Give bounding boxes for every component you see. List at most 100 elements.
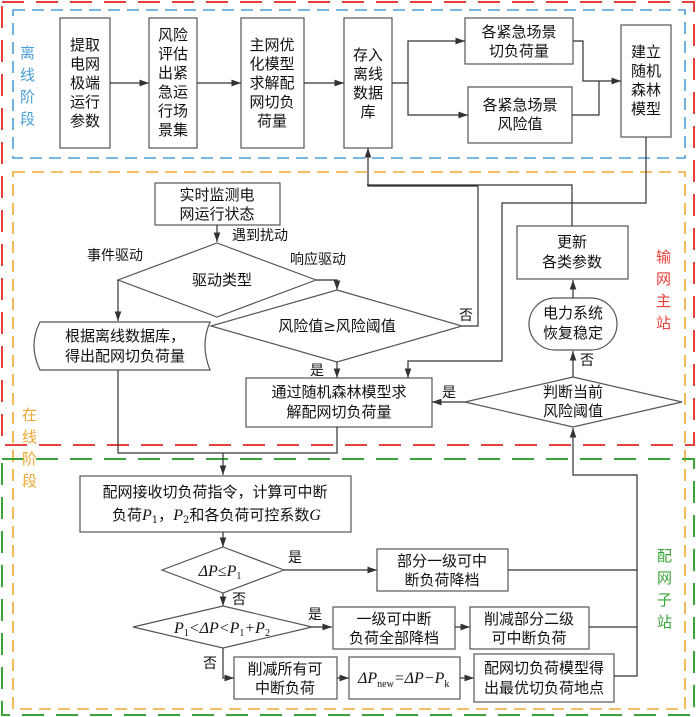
dp-new-text: ΔPnew=ΔP−Pk bbox=[357, 670, 449, 690]
text-line: 得出配网切负荷量 bbox=[65, 347, 185, 365]
all-level1-node bbox=[332, 606, 456, 650]
risk-no-label: 否 bbox=[459, 308, 473, 324]
arrow-4-5 bbox=[392, 37, 465, 84]
text-line: 通过随机森林模型求 bbox=[271, 383, 406, 401]
text-line: 主网优 bbox=[249, 36, 294, 54]
svg-text:在: 在 bbox=[22, 406, 37, 424]
text-line: 随机 bbox=[631, 62, 661, 80]
text-line: 评估 bbox=[158, 45, 188, 63]
svg-text:站: 站 bbox=[656, 314, 671, 332]
text-line: 行场 bbox=[158, 102, 188, 120]
online-zone-border bbox=[12, 171, 686, 710]
receive-command-node bbox=[79, 475, 352, 533]
offline-zone-border bbox=[12, 9, 686, 159]
update-params-node bbox=[516, 225, 629, 280]
partial-level1-node bbox=[376, 548, 509, 592]
disturbance-label: 遇到扰动 bbox=[232, 228, 288, 244]
risk-assess-node bbox=[148, 17, 198, 149]
text-line: 判断当前 bbox=[543, 383, 603, 401]
scenario-load-text: 各紧急场景切负荷量 bbox=[481, 23, 556, 60]
text-line: 化模型 bbox=[249, 55, 294, 73]
judge-yes-label: 是 bbox=[442, 385, 456, 401]
drive-type-decision bbox=[116, 242, 318, 318]
svg-text:输: 输 bbox=[656, 248, 671, 266]
judge-no-label: 否 bbox=[580, 353, 594, 369]
arrow-4-6 bbox=[407, 83, 468, 119]
arrow-6-7 bbox=[572, 81, 600, 116]
offline-zone-label: 离 线 阶 段 bbox=[20, 44, 35, 128]
text-line: 网切负 bbox=[249, 93, 294, 111]
text-line: 电网 bbox=[70, 55, 100, 73]
text-line: 模型 bbox=[631, 100, 661, 118]
text-line: 各紧急场景 bbox=[482, 96, 557, 114]
text-line: 数据 bbox=[353, 84, 383, 102]
arrow-response-risk bbox=[316, 279, 341, 290]
text-line: 急运 bbox=[158, 83, 188, 101]
text-line: 求解配 bbox=[249, 74, 294, 92]
svg-text:主: 主 bbox=[656, 292, 671, 310]
all-level1-text: 一级可中断负荷全部降档 bbox=[349, 610, 439, 647]
cond1-no-label: 否 bbox=[232, 592, 246, 608]
optimal-text: 配网切负荷模型得出最优切负荷地点 bbox=[484, 659, 604, 697]
text-line: 更新 bbox=[557, 233, 587, 251]
text-line: 运行 bbox=[70, 93, 100, 111]
judge-threshold-text: 判断当前风险阈值 bbox=[543, 383, 603, 420]
cond2-yes-label: 是 bbox=[308, 607, 322, 623]
arrow-rfmodel-solve bbox=[404, 137, 647, 378]
merge-line bbox=[117, 370, 338, 454]
judge-threshold-decision bbox=[464, 376, 683, 428]
extract-params-node bbox=[59, 17, 111, 149]
text-line: 可中断负荷 bbox=[491, 629, 566, 647]
text-line: 各类参数 bbox=[542, 253, 602, 271]
svg-text:阶: 阶 bbox=[20, 88, 35, 106]
cond1-yes-label: 是 bbox=[288, 550, 302, 566]
build-rf-node bbox=[620, 24, 672, 138]
arrow-5-7 bbox=[573, 40, 621, 85]
master-opt-node bbox=[240, 17, 305, 149]
text-line: 断负荷降档 bbox=[404, 571, 479, 589]
svg-text:线: 线 bbox=[20, 66, 35, 84]
from-db-text: 根据离线数据库，得出配网切负荷量 bbox=[65, 327, 185, 365]
drive-type-text: 驱动类型 bbox=[192, 271, 252, 289]
text-line: 风险值 bbox=[497, 115, 542, 133]
text-line: 离线 bbox=[353, 65, 383, 83]
scenario-load-node bbox=[464, 17, 574, 65]
response-driven-label: 响应驱动 bbox=[290, 251, 346, 268]
text-line: 库 bbox=[360, 103, 375, 121]
store-db-node bbox=[343, 17, 393, 149]
arrow-cond2-no bbox=[222, 648, 234, 682]
partial-level2-text: 削减部分二级可中断负荷 bbox=[484, 610, 574, 647]
text-line: 实时监测电 bbox=[179, 186, 254, 204]
text-line: 中断负荷 bbox=[255, 679, 315, 697]
risk-compare-text: 风险值≥风险阈值 bbox=[278, 317, 396, 335]
svg-text:段: 段 bbox=[20, 110, 35, 128]
monitor-text: 实时监测电网运行状态 bbox=[179, 186, 254, 223]
text-line: 电力系统 bbox=[543, 304, 603, 322]
svg-text:配: 配 bbox=[657, 547, 672, 565]
rf-solve-text: 通过随机森林模型求解配网切负荷量 bbox=[271, 383, 406, 421]
update-params-text: 更新各类参数 bbox=[542, 233, 602, 271]
dp-new-node bbox=[348, 656, 461, 700]
text-line: 削减部分二级 bbox=[484, 610, 574, 628]
receive-line2: 负荷P1，P2和各负荷可控系数G bbox=[112, 506, 321, 526]
arrow-update-monitor-a bbox=[367, 184, 573, 226]
svg-text:子: 子 bbox=[657, 591, 672, 609]
svg-text:网: 网 bbox=[657, 569, 672, 587]
text-line: 存入 bbox=[353, 46, 383, 64]
text-line: 荷量 bbox=[257, 112, 287, 130]
partial-level1-text: 部分一级可中断负荷降档 bbox=[397, 552, 487, 589]
optimal-node bbox=[473, 653, 615, 703]
svg-text:离: 离 bbox=[20, 44, 35, 62]
text-line: 出最优切负荷地点 bbox=[484, 679, 604, 697]
text-line: 恢复稳定 bbox=[543, 324, 603, 342]
rf-solve-node bbox=[245, 377, 433, 428]
monitor-node bbox=[154, 182, 281, 226]
transmission-zone-label: 输 网 主 站 bbox=[656, 248, 671, 332]
text-line: 出紧 bbox=[158, 64, 188, 82]
text-line: 各紧急场景 bbox=[481, 23, 556, 41]
transmission-zone-border bbox=[1, 1, 695, 446]
distribution-zone-label: 配 网 子 站 bbox=[657, 547, 672, 631]
recover-text: 电力系统恢复稳定 bbox=[543, 304, 603, 342]
text-line: 解配网切负荷量 bbox=[286, 403, 391, 421]
text-line: 建立 bbox=[631, 43, 661, 61]
